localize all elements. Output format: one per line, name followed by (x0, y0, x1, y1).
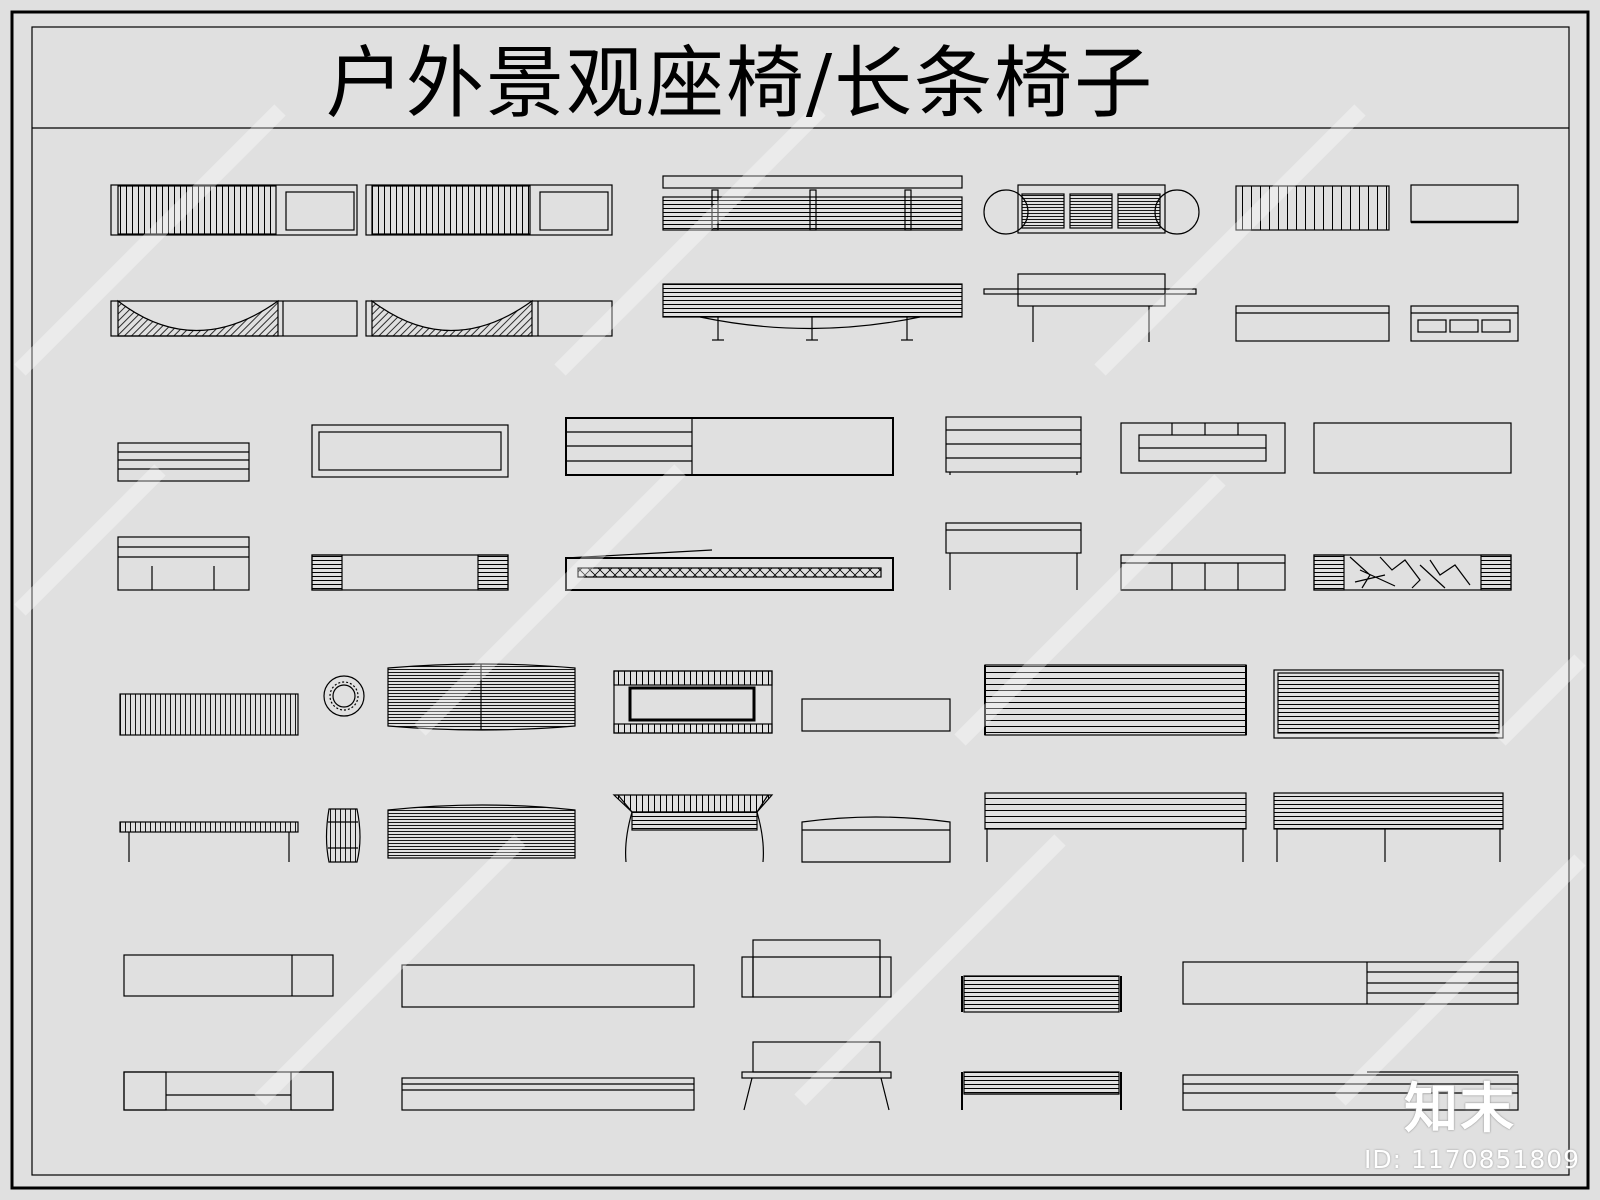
bench-slatted-planter-plan-1 (110, 184, 358, 236)
simple-slab-bench-elevation (801, 816, 951, 863)
bench-with-round-planters-plan (983, 184, 1200, 235)
backed-slat-bench-plan (1273, 669, 1504, 739)
inner-frame (31, 26, 1570, 1176)
backed-slat-bench-elevation (1273, 792, 1504, 862)
cracked-pattern-bench-plan (1313, 422, 1512, 474)
rectangular-bench-elevation (311, 554, 509, 591)
backless-slat-bench-elevation (1235, 305, 1390, 342)
small-slat-bench-plan (961, 975, 1122, 1013)
long-bench-with-back-elevation (662, 283, 963, 341)
park-bench-plan (945, 416, 1082, 475)
bench-slatted-planter-elevation-1 (110, 299, 358, 337)
segmented-bench-elevation (1120, 554, 1286, 591)
slatted-strip-bench-plan (119, 693, 299, 736)
rectangular-bench-plan (311, 424, 509, 478)
backless-slat-bench-plan (1235, 185, 1390, 231)
sofa-style-bench-elevation (741, 1041, 892, 1111)
long-block-bench-plan (565, 417, 894, 476)
framed-armchair-bench-elevation (612, 794, 774, 863)
curved-slab-bench-elevation (387, 804, 576, 859)
outer-frame (10, 10, 1590, 1190)
long-slat-bench-elevation (984, 792, 1247, 862)
bench-slatted-planter-plan-2 (365, 184, 613, 236)
drawing-title: 户外景观座椅/长条椅子 (325, 39, 1155, 129)
simple-slab-bench-plan (801, 698, 951, 732)
bench-with-armrests-elevation (983, 273, 1197, 342)
diagonal-watermark-overlay (14, 104, 1586, 1106)
block-bench-with-planter-elevation (123, 1071, 334, 1111)
block-bench-plan (1410, 184, 1519, 224)
slatted-strip-bench-elevation (119, 821, 299, 862)
long-slat-bench-plan (984, 664, 1247, 736)
long-plain-bench-elevation (401, 1077, 695, 1111)
long-plain-bench-plan (401, 964, 695, 1008)
park-bench-elevation (945, 522, 1082, 590)
cracked-pattern-bench-elevation (1313, 554, 1512, 591)
segmented-bench-plan (1120, 422, 1286, 474)
curved-slab-bench-plan (387, 663, 576, 731)
sofa-style-bench-plan (741, 939, 892, 998)
watermark-brand-logo: 知末 (1404, 1077, 1516, 1140)
block-bench-elevation (1410, 305, 1519, 342)
long-block-bench-elevation (565, 549, 894, 591)
small-slat-bench-elevation (961, 1071, 1122, 1110)
bench-slatted-planter-elevation-2 (365, 299, 613, 337)
wide-slat-bench-plan (1182, 961, 1519, 1005)
long-bench-with-back-plan (662, 175, 963, 231)
block-bench-with-planter-plan (123, 954, 334, 997)
watermark-asset-id: ID: 1170851809 (1364, 1145, 1581, 1174)
compact-bench-plan (117, 442, 250, 482)
wide-slat-bench-elevation (1182, 1071, 1519, 1111)
compact-bench-elevation (117, 536, 250, 591)
round-stool-plan (323, 675, 365, 717)
framed-armchair-bench-plan (613, 670, 773, 734)
round-stool-elevation (325, 808, 361, 863)
